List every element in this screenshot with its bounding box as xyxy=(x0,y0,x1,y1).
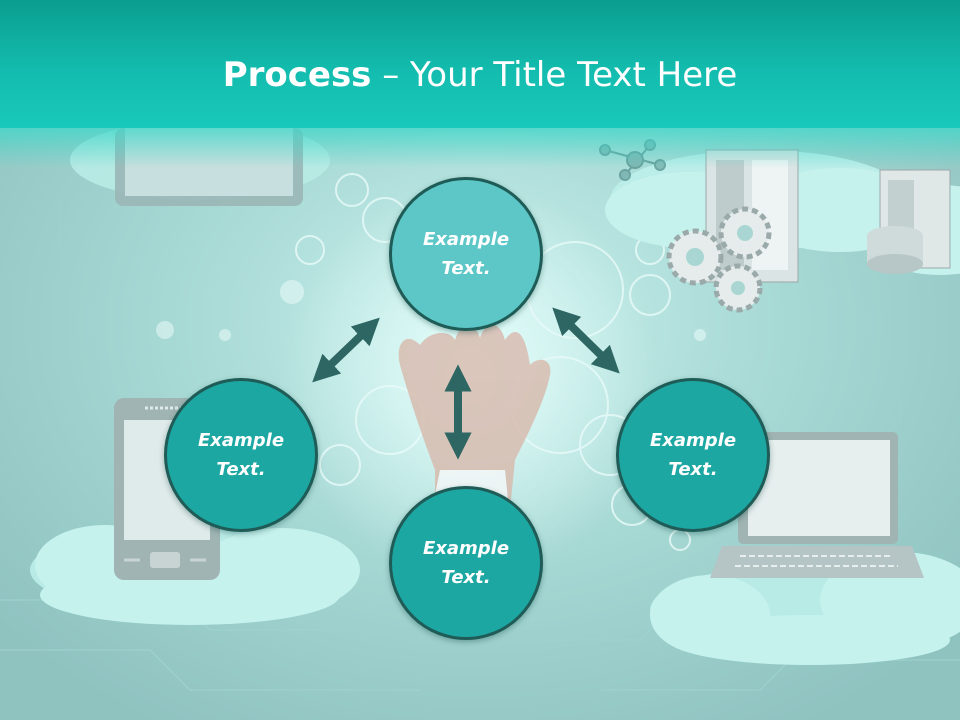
process-node-top[interactable]: Example Text. xyxy=(389,177,543,331)
cloud-icon xyxy=(30,525,360,625)
process-node-bottom[interactable]: Example Text. xyxy=(389,486,543,640)
title-bar-glow xyxy=(0,128,960,168)
node-label: Example Text. xyxy=(197,430,285,480)
title-bar xyxy=(0,0,960,128)
node-label: Example Text. xyxy=(422,538,510,588)
cloud-icon xyxy=(650,552,960,665)
process-node-left[interactable]: Example Text. xyxy=(164,378,318,532)
process-node-right[interactable]: Example Text. xyxy=(616,378,770,532)
node-label: Example Text. xyxy=(649,430,737,480)
title-bold: Process xyxy=(222,55,372,95)
slide-title: Process – Your Title Text Here xyxy=(0,52,960,98)
title-rest: – Your Title Text Here xyxy=(371,55,738,95)
laptop-icon xyxy=(710,432,924,578)
gear-icon xyxy=(666,206,772,313)
node-label: Example Text. xyxy=(422,229,510,279)
